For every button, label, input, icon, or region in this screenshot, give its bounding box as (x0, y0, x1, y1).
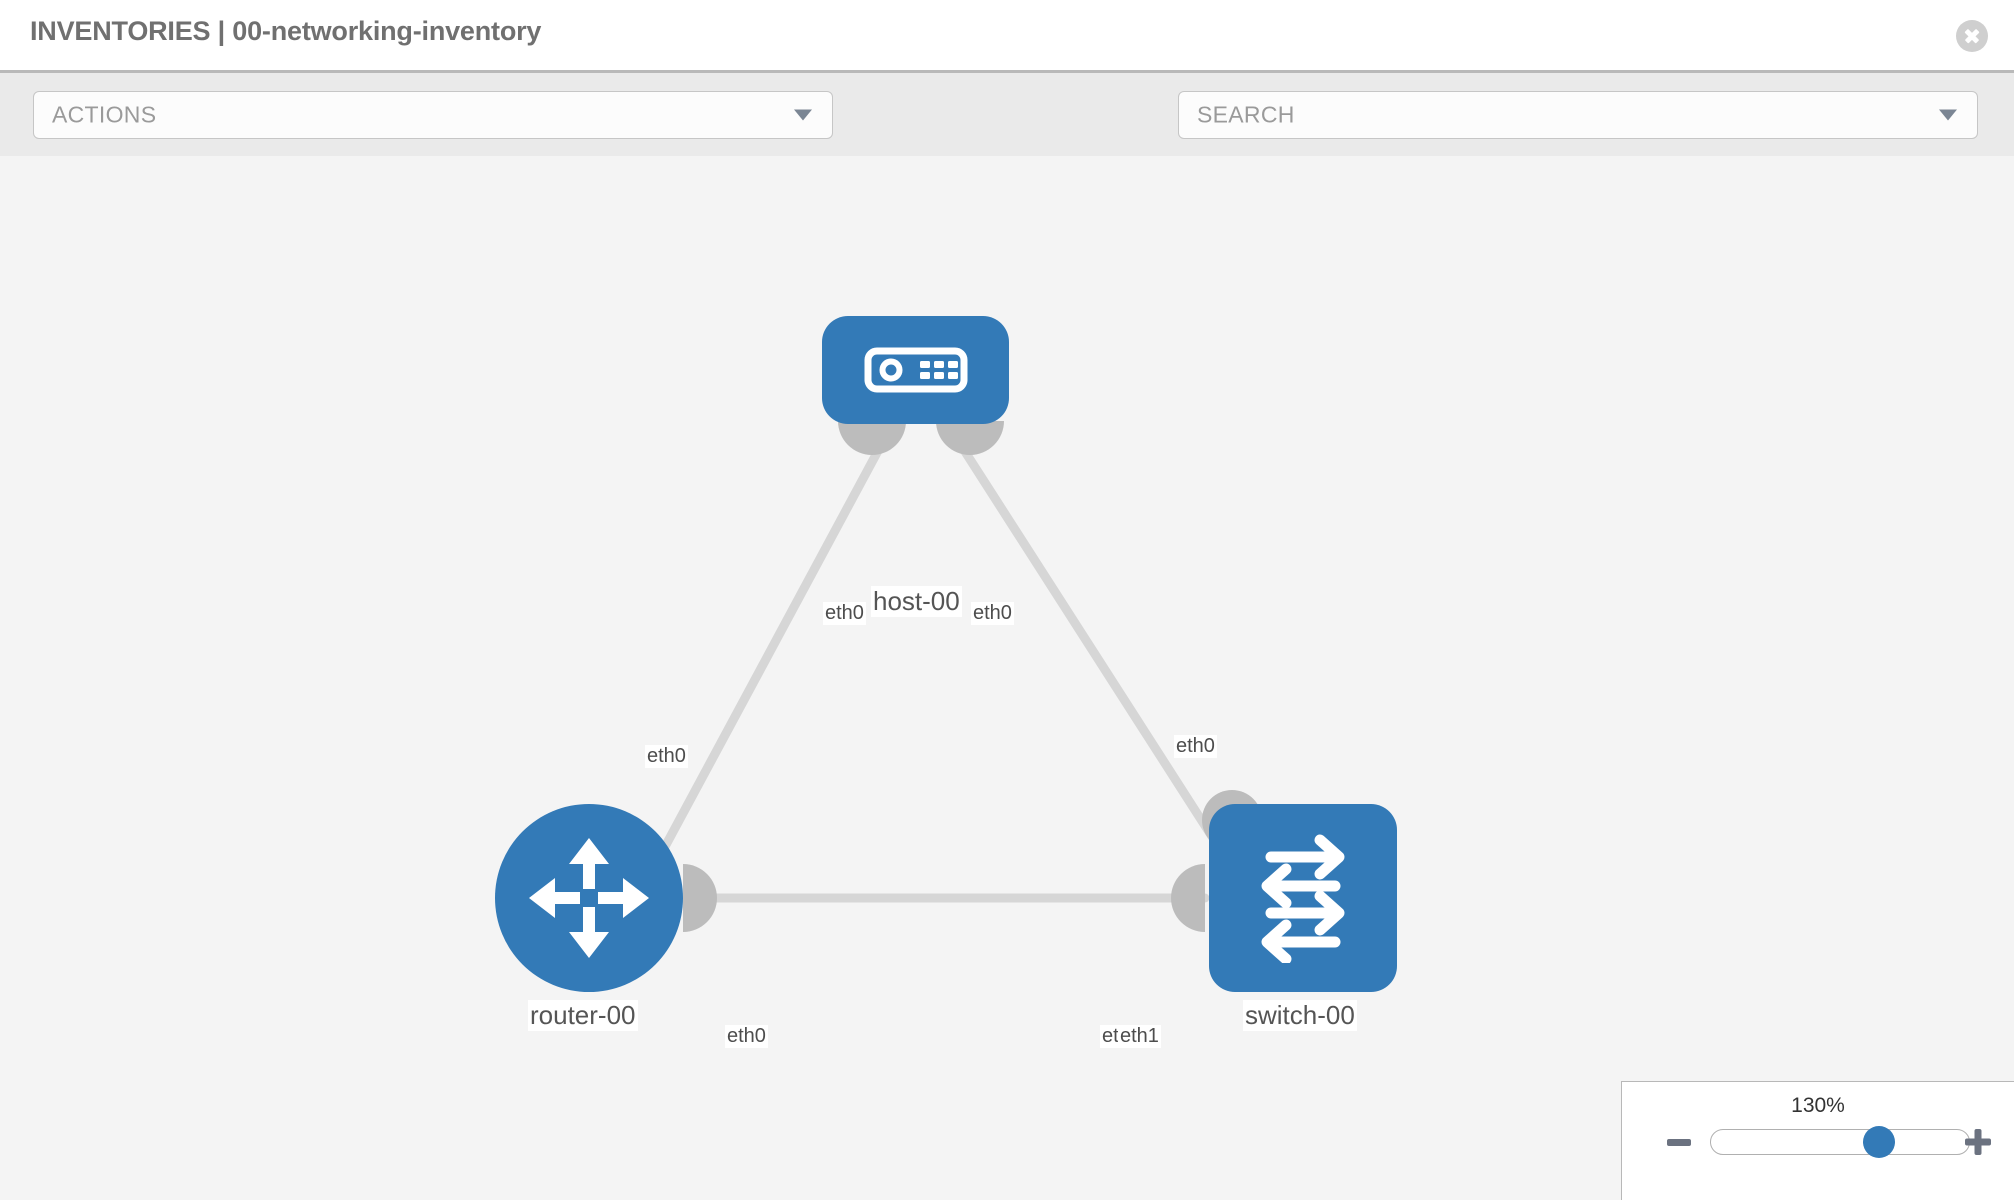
link-host-switch (950, 431, 1223, 851)
zoom-slider-thumb[interactable] (1862, 1126, 1895, 1158)
node-label-router: router-00 (528, 1000, 638, 1031)
topology-canvas[interactable]: host-00 router-00 switch-00 eth0 eth0 et… (0, 156, 2014, 1200)
node-label-host: host-00 (871, 586, 962, 617)
switch-arrows-icon (1261, 834, 1345, 963)
router-arrows-icon (529, 838, 649, 958)
interface-connectors (683, 421, 1262, 932)
plus-icon[interactable] (1964, 1128, 1992, 1156)
server-appliance-icon (864, 347, 967, 393)
zoom-level-value: 130% (1791, 1094, 1845, 1117)
zoom-control-panel: 130% (1621, 1081, 2014, 1200)
zoom-slider[interactable] (1710, 1126, 1970, 1158)
interface-label-switch-uplink: eth0 (1174, 735, 1217, 758)
interface-label-host-left: eth0 (823, 602, 866, 625)
interface-label-router-uplink: eth0 (645, 745, 688, 768)
interface-label-switch-eth1: eth1 (1118, 1025, 1161, 1048)
node-host-00[interactable] (822, 316, 1009, 424)
close-icon[interactable] (1956, 20, 1988, 52)
node-label-switch: switch-00 (1243, 1000, 1357, 1031)
minus-icon[interactable] (1667, 1139, 1691, 1146)
topology-graph (655, 421, 1262, 932)
search-placeholder: SEARCH (1197, 101, 1295, 128)
node-switch-00[interactable] (1209, 804, 1397, 992)
chevron-down-icon (1939, 109, 1957, 121)
search-input[interactable]: SEARCH (1178, 91, 1978, 139)
interface-label-host-right: eth0 (971, 602, 1014, 625)
interface-label-router-eth0: eth0 (725, 1025, 768, 1048)
page-header: INVENTORIES | 00-networking-inventory (0, 0, 2014, 70)
chevron-down-icon (794, 109, 812, 121)
actions-dropdown[interactable]: ACTIONS (33, 91, 833, 139)
link-host-router (655, 431, 891, 861)
toolbar: ACTIONS SEARCH (0, 70, 2014, 199)
node-router-00[interactable] (495, 804, 683, 992)
actions-dropdown-label: ACTIONS (52, 101, 157, 128)
page-title: INVENTORIES | 00-networking-inventory (30, 16, 542, 46)
